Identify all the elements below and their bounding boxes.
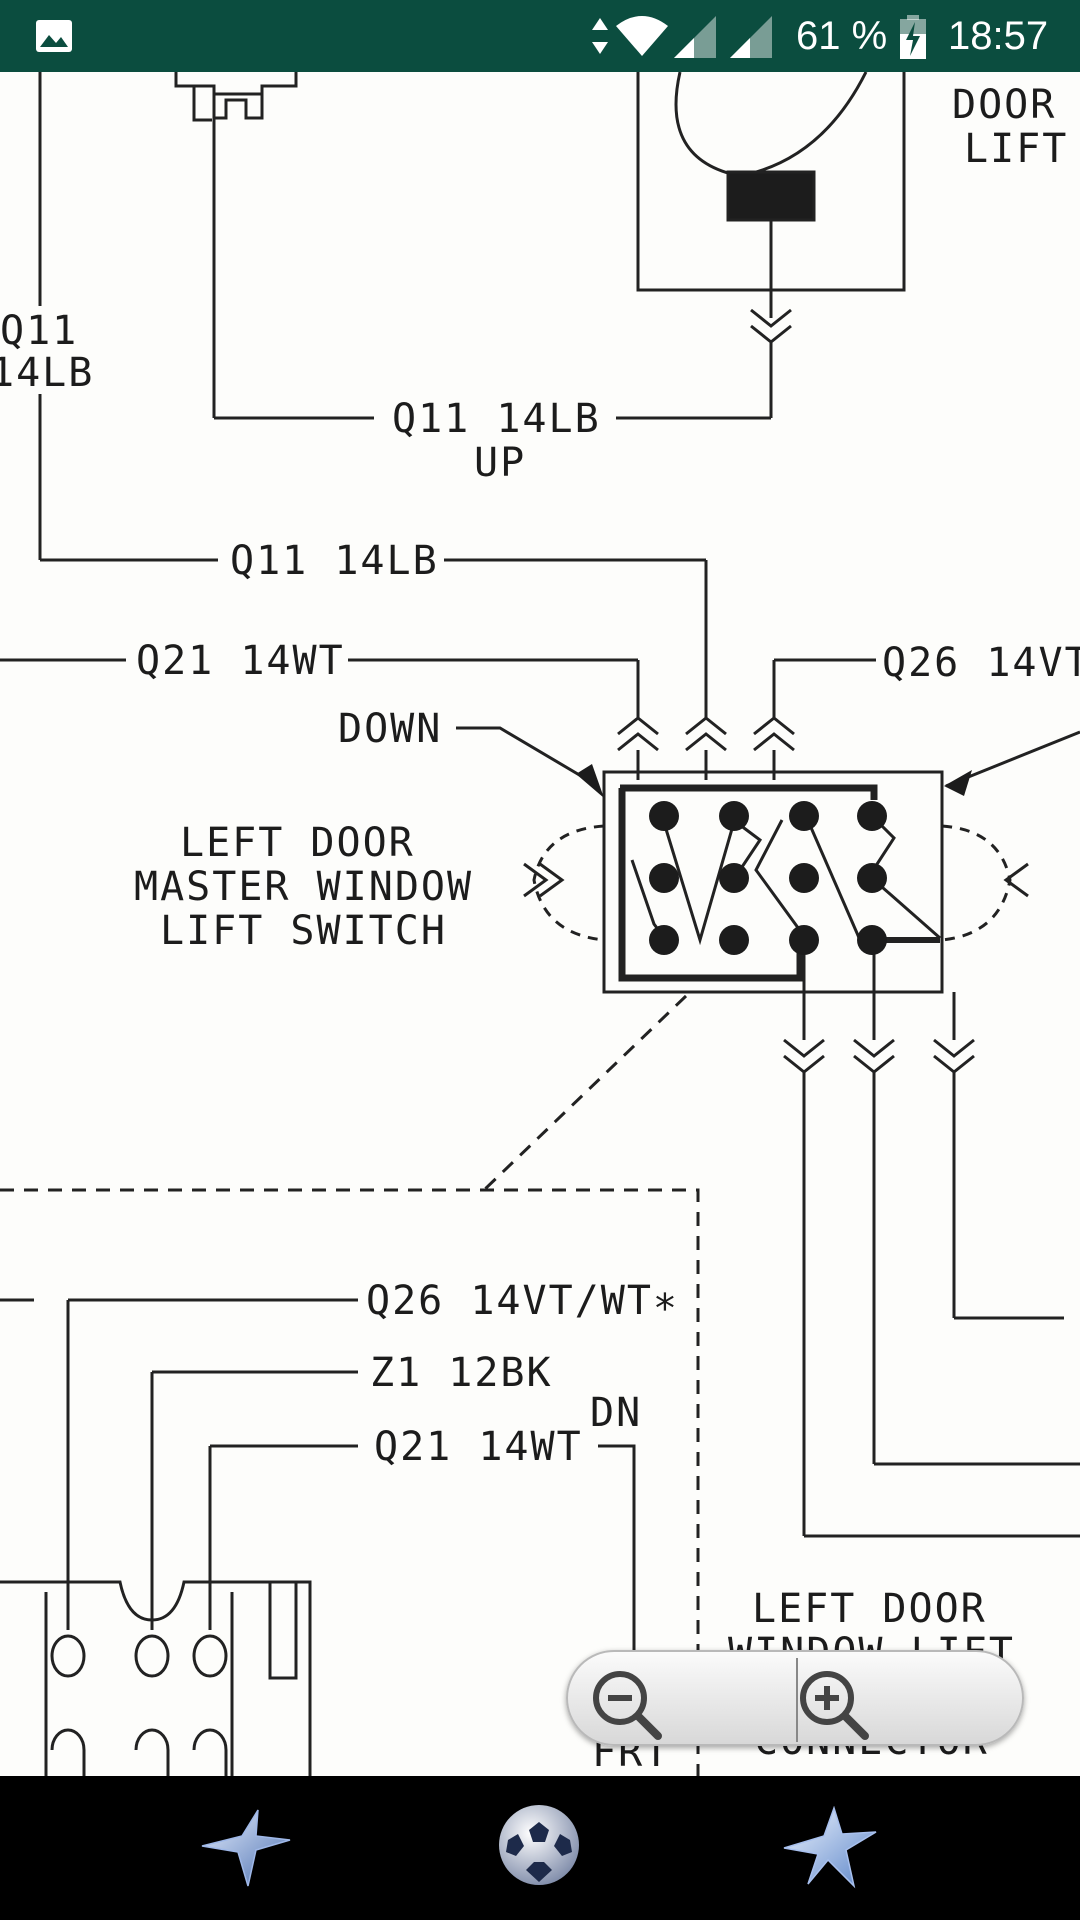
signal-icon <box>730 16 772 58</box>
wire-label: Q21 14WT <box>374 1424 583 1470</box>
star-logo-icon[interactable] <box>196 1806 296 1890</box>
star-logo-icon[interactable] <box>780 1806 880 1890</box>
wire-label: Q11 14LB <box>392 396 601 442</box>
zoom-divider <box>796 1658 798 1742</box>
image-viewer[interactable]: DOOR LIFT Q11 14LB Q11 14LB UP Q11 14LB … <box>0 72 1080 1776</box>
zoom-out-icon <box>593 1671 662 1740</box>
status-bar: 61 % 18:57 <box>0 0 1080 72</box>
schematic-label: 14LB <box>0 350 94 396</box>
bottom-navigation <box>0 1776 1080 1920</box>
wire-label: Q11 14LB <box>230 538 439 584</box>
schematic-label: LIFT <box>964 126 1068 172</box>
zoom-in-button[interactable] <box>795 1652 1022 1744</box>
connector-label: LEFT DOOR <box>752 1586 987 1632</box>
switch-label: MASTER WINDOW <box>134 864 473 910</box>
wire-label: Z1 12BK <box>370 1350 553 1396</box>
zoom-in-icon <box>800 1671 869 1740</box>
zoom-out-button[interactable] <box>568 1652 795 1744</box>
wire-label: Q21 14WT <box>136 638 345 684</box>
gallery-icon <box>36 20 72 52</box>
data-arrows-icon <box>592 18 608 54</box>
switch-label: LEFT DOOR <box>180 820 415 866</box>
wire-label: Q26 14VT/WT∗ <box>366 1278 679 1324</box>
schematic-label: DOOR <box>952 82 1056 128</box>
wire-label: UP <box>474 440 526 486</box>
schematic-label: DOWN <box>338 706 442 752</box>
battery-charging-icon <box>900 15 926 59</box>
battery-percent: 61 % <box>796 14 888 58</box>
zoom-control <box>566 1650 1024 1746</box>
signal-icon <box>674 16 716 58</box>
wire-label: Q26 14VT <box>882 640 1080 686</box>
football-icon[interactable] <box>494 1800 584 1890</box>
wifi-icon <box>616 16 668 56</box>
switch-label: LIFT SWITCH <box>160 908 447 954</box>
clock: 18:57 <box>948 14 1049 58</box>
wiring-schematic[interactable]: DOOR LIFT Q11 14LB Q11 14LB UP Q11 14LB … <box>0 72 1080 1776</box>
schematic-label: Q11 <box>0 308 78 354</box>
schematic-label: DN <box>590 1390 642 1436</box>
